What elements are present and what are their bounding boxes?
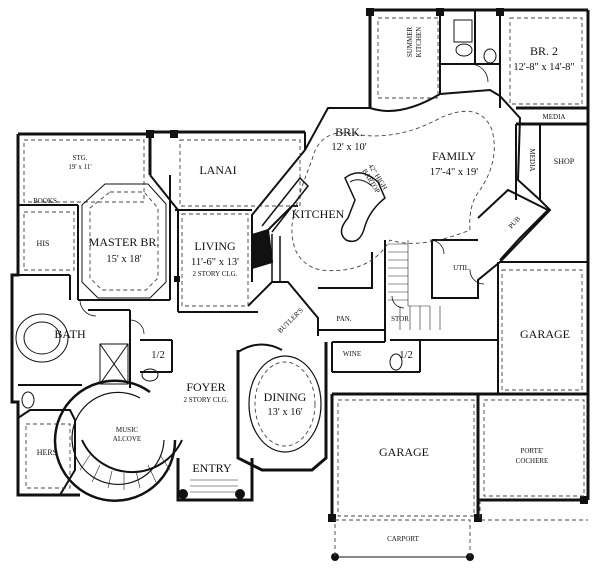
living-note: 2 STORY CLG. [193, 270, 238, 278]
music-label-line1: MUSIC [116, 426, 139, 434]
his-label: HIS [37, 239, 50, 248]
svg-text:KITCHEN: KITCHEN [415, 27, 423, 58]
door-swings [79, 63, 489, 335]
foyer-note: 2 STORY CLG. [184, 396, 229, 404]
carport-label: CARPORT [387, 535, 420, 543]
storage-label: STOR [391, 315, 409, 323]
family-ceiling [261, 110, 495, 283]
master-dimensions: 15' x 18' [106, 254, 141, 265]
hers-label: HERS [37, 448, 57, 457]
porte-label-line1: PORTE' [520, 447, 543, 455]
svg-text:SUMMER: SUMMER [406, 26, 414, 57]
porte-label-line2: COCHERE [516, 457, 549, 465]
columns [146, 8, 588, 561]
stg-dimensions: 19' x 11' [68, 163, 91, 171]
entry-steps [190, 479, 238, 493]
music-label-line2: ALCOVE [113, 435, 141, 443]
bartop-label: 42" HIGH BARTOP [360, 162, 388, 194]
stg-name: STG. [73, 154, 88, 162]
media-side-label: MEDIA [528, 149, 536, 172]
br2-dimensions: 12'-8" x 14'-8" [513, 62, 574, 73]
exterior-walls [10, 8, 590, 520]
master-name: MASTER BR. [89, 235, 160, 249]
master-tray-ceiling [81, 183, 167, 299]
media-top-label: MEDIA [543, 113, 566, 121]
living-dimensions: 11'-6" x 13' [191, 257, 239, 268]
kitchen-label: KITCHEN [292, 207, 345, 221]
pantry-label: PAN. [336, 315, 351, 323]
brk-dimensions: 12' x 10' [331, 142, 366, 153]
covered-areas [23, 17, 588, 558]
brk-name: BRK. [335, 125, 363, 139]
garage-right-label: GARAGE [520, 327, 570, 341]
util-label: UTIL. [453, 264, 471, 272]
family-dimensions: 17'-4" x 19' [430, 167, 478, 178]
bath-label: BATH [54, 327, 86, 341]
garage-center-label: GARAGE [379, 445, 429, 459]
pub-label: PUB [507, 215, 522, 231]
lanai-label: LANAI [199, 163, 236, 177]
dining-dimensions: 13' x 16' [267, 407, 302, 418]
books-label: BOOKS [33, 197, 57, 205]
shop-label: SHOP [554, 157, 575, 166]
half-bath-right-label: 1/2 [399, 350, 412, 361]
dining-ceiling [237, 343, 322, 453]
half-bath-left-label: 1/2 [151, 350, 164, 361]
entry-label: ENTRY [192, 461, 232, 475]
dining-name: DINING [264, 390, 307, 404]
bath-fixtures [15, 19, 497, 409]
wine-label: WINE [343, 350, 361, 358]
family-name: FAMILY [432, 149, 476, 163]
summer-kitchen-label: SUMMER KITCHEN [406, 26, 423, 57]
foyer-name: FOYER [186, 380, 225, 394]
stairs [388, 240, 441, 330]
br2-name: BR. 2 [530, 44, 558, 58]
butlers-label: BUTLER'S [276, 306, 305, 335]
interior-walls [17, 10, 588, 496]
curved-stair [53, 379, 183, 502]
labels: SUMMER KITCHEN BR. 2 12'-8" x 14'-8" MED… [33, 26, 575, 543]
living-name: LIVING [194, 239, 236, 253]
